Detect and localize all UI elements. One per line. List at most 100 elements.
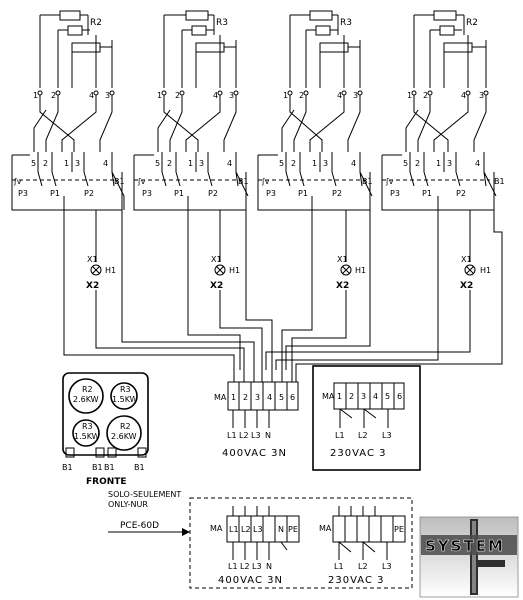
options-frame <box>189 497 413 589</box>
contact-label: P3 <box>142 189 152 198</box>
zone-power: 1.5KW <box>112 395 138 404</box>
terminal-cell: 2 <box>243 393 248 402</box>
lamp-label: H1 <box>480 266 491 275</box>
terminal-cell: 4 <box>267 393 272 402</box>
supply-line: L3 <box>382 562 392 571</box>
hob-bottom-label: B1 <box>104 463 115 472</box>
terminal-label: 2 <box>423 91 428 100</box>
terminal-cell: PE <box>288 525 298 534</box>
supply-voltage: 400VAC 3N <box>218 575 283 586</box>
terminal-cell: PE <box>394 525 404 534</box>
terminal-cell: 5 <box>279 393 284 402</box>
terminal-label: 3 <box>229 91 234 100</box>
terminal-label: 4 <box>213 91 218 100</box>
terminal-cell: 3 <box>361 392 366 401</box>
hob-bottom-label: B1 <box>92 463 103 472</box>
resistor-label: R3 <box>340 18 352 28</box>
control-unit-3: R3 1 2 4 3 5 2 1 3 4 ʃv P3 P1 P2 B <box>257 10 373 302</box>
switch-terminal: 1 <box>436 159 441 168</box>
supply-line: L2 <box>358 431 368 440</box>
terminal-label: 2 <box>51 91 56 100</box>
control-unit-2: R3 1 2 4 3 5 2 1 3 4 ʃv P3 P1 P2 B <box>133 10 249 302</box>
system-logo: SYSTEM <box>419 516 519 598</box>
contact-label: B1 <box>494 177 505 186</box>
lamp-label: H1 <box>229 266 240 275</box>
resistor-label: R2 <box>90 18 102 28</box>
lamp-terminal: X1 <box>461 255 472 264</box>
contact-label: B1 <box>362 177 373 186</box>
terminal-label: 2 <box>175 91 180 100</box>
switch-terminal: 2 <box>291 159 296 168</box>
model-options: SOLO-SEULEMENT ONLY-NUR PCE-60D MA L1 L2… <box>108 490 413 589</box>
model-name: PCE-60D <box>120 521 159 531</box>
block-prefix: MA <box>210 524 223 533</box>
contact-label: P3 <box>390 189 400 198</box>
switch-terminal: 1 <box>64 159 69 168</box>
contact-label: P1 <box>50 189 60 198</box>
lamp-terminal: X1 <box>337 255 348 264</box>
contact-label: B1 <box>238 177 249 186</box>
supply-line: L3 <box>382 431 392 440</box>
lamp-terminal: X1 <box>87 255 98 264</box>
lamp-icon <box>340 264 352 276</box>
contact-label: P2 <box>332 189 342 198</box>
cooking-zone-icon <box>72 419 100 447</box>
lamp-terminal: X2 <box>86 281 99 291</box>
contact-label: B1 <box>114 177 125 186</box>
contact-label: P1 <box>174 189 184 198</box>
lamp-terminal: X1 <box>211 255 222 264</box>
switch-terminal: 3 <box>75 159 80 168</box>
supply-line: L1 <box>228 562 238 571</box>
zone-name: R3 <box>82 422 93 431</box>
supply-line: L2 <box>240 562 250 571</box>
thermostat-symbol: ʃv <box>261 177 270 186</box>
hob-outline <box>62 372 149 456</box>
terminal-label: 1 <box>407 91 412 100</box>
resistor-r2-1 <box>59 10 81 21</box>
contact-label: P1 <box>298 189 308 198</box>
supply-line: N <box>265 431 271 440</box>
supply-line: L2 <box>239 431 249 440</box>
contact-label: P3 <box>266 189 276 198</box>
supply-line: L1 <box>335 431 345 440</box>
switch-terminal: 4 <box>351 159 356 168</box>
switch-terminal: 5 <box>155 159 160 168</box>
lamp-label: H1 <box>355 266 366 275</box>
terminal-label: 4 <box>461 91 466 100</box>
control-unit-1: R2 1 2 4 3 5 2 1 3 4 ʃv P3 <box>11 10 125 302</box>
hob-bottom-label: B1 <box>134 463 145 472</box>
lamp-icon <box>464 264 476 276</box>
terminal-label: 3 <box>353 91 358 100</box>
zone-name: R3 <box>120 385 131 394</box>
supply-line: L1 <box>334 562 344 571</box>
terminal-cell: 6 <box>397 392 402 401</box>
block-prefix: MA <box>322 392 335 401</box>
contact-label: P2 <box>84 189 94 198</box>
terminal-label: 3 <box>105 91 110 100</box>
resistor-label: R3 <box>216 18 228 28</box>
zone-name: R2 <box>82 385 93 394</box>
supply-line: L3 <box>252 562 262 571</box>
terminal-label: 1 <box>33 91 38 100</box>
terminal-label: 1 <box>157 91 162 100</box>
supply-line: N <box>266 562 272 571</box>
thermostat-symbol: ʃv <box>385 177 394 186</box>
supply-voltage: 230VAC 3 <box>328 575 384 586</box>
contact-label: P3 <box>18 189 28 198</box>
supply-line: L1 <box>227 431 237 440</box>
terminal-cell: 1 <box>231 393 236 402</box>
terminal-cell: 1 <box>337 392 342 401</box>
logo-text: SYSTEM <box>425 537 505 555</box>
terminal-block-400vac: MA 1 2 3 4 5 6 L1 L2 L3 N 400VAC 3N <box>214 381 299 459</box>
switch-terminal: 3 <box>199 159 204 168</box>
terminal-cell: 2 <box>349 392 354 401</box>
switch-terminal: 1 <box>312 159 317 168</box>
terminal-label: 2 <box>299 91 304 100</box>
contact-label: P1 <box>422 189 432 198</box>
switch-terminal: 3 <box>323 159 328 168</box>
switch-terminal: 1 <box>188 159 193 168</box>
thermostat-symbol: ʃv <box>137 177 146 186</box>
lamp-icon <box>90 264 102 276</box>
switch-terminal: 5 <box>403 159 408 168</box>
